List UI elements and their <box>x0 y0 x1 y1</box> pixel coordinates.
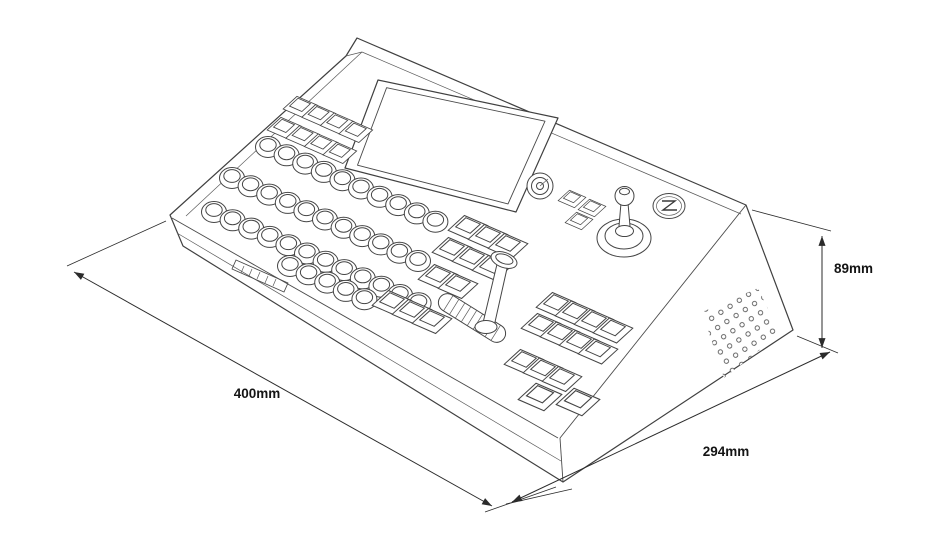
joystick <box>596 186 652 258</box>
extension-line <box>796 335 839 354</box>
brand-logo <box>652 193 686 219</box>
rotary-knob <box>526 172 554 200</box>
round-key <box>351 288 378 311</box>
console-back-lip-line <box>345 51 363 57</box>
extension-line <box>505 488 573 505</box>
dimension-height-89mm: 89mm <box>751 209 873 348</box>
height-dimension-label: 89mm <box>834 261 873 276</box>
console-illustration <box>169 37 794 483</box>
t-bar-lever-base <box>474 320 498 334</box>
depth-dimension-label: 294mm <box>703 444 750 459</box>
dimension-line <box>73 271 493 507</box>
extension-line <box>484 486 557 513</box>
extension-line <box>66 220 167 267</box>
dimension-depth-294mm: 294mm <box>505 335 839 505</box>
round-key <box>422 210 449 233</box>
round-key <box>405 250 431 272</box>
extension-line <box>751 209 832 232</box>
dimension-line <box>511 351 831 503</box>
t-bar-handle <box>490 251 518 269</box>
width-dimension-label: 400mm <box>234 386 281 401</box>
dimension-width-400mm: 400mm <box>66 220 557 513</box>
console-left-inset-line <box>185 51 363 217</box>
